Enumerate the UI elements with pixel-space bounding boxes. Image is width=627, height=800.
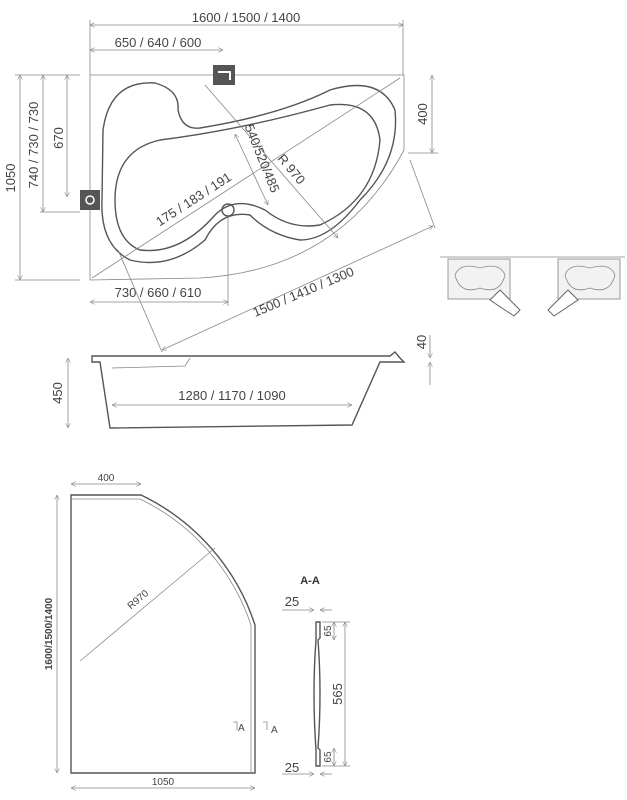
dim-right-edge: 400	[415, 103, 430, 125]
dim-section-top-offset: 25	[285, 594, 299, 609]
dim-panel-top-width: 400	[98, 473, 115, 484]
dim-section-height: 565	[330, 683, 345, 705]
right-orientation-icon	[547, 258, 621, 317]
dim-panel-bottom-width: 1050	[152, 777, 175, 788]
dim-overall-length: 1600 / 1500 / 1400	[192, 10, 300, 25]
section-marker-left: A	[238, 723, 245, 734]
panel-view: 400 1600/1500/1400 1050 R970 A A	[44, 473, 278, 788]
overflow-drain-icon	[80, 190, 100, 210]
dim-overall-width: 1050	[3, 164, 18, 193]
dim-panel-radius: R970	[126, 588, 152, 612]
section-marker-right: A	[271, 725, 278, 736]
dim-bottom-offset: 730 / 660 / 610	[115, 285, 202, 300]
side-view: 450 40 1280 / 1170 / 1090	[50, 335, 430, 429]
dim-inner-length: 1280 / 1170 / 1090	[178, 388, 285, 403]
dim-section-top-lip: 65	[323, 625, 334, 637]
dim-inner-height: 670	[51, 127, 66, 149]
section-profile	[313, 621, 321, 767]
section-view: A-A 25 25 65 65 565	[282, 575, 350, 775]
dim-section-bottom-lip: 65	[323, 751, 334, 763]
dim-panel-height: 1600/1500/1400	[44, 597, 55, 670]
dim-rim: 40	[414, 335, 429, 349]
section-title: A-A	[300, 575, 320, 587]
dim-diagonal-length: 1500 / 1410 / 1300	[250, 264, 356, 320]
dim-side-height: 450	[50, 382, 65, 404]
faucet-icon	[213, 65, 235, 85]
dim-drain-height: 740 / 730 / 730	[26, 102, 41, 189]
tub-side-profile	[91, 351, 406, 429]
dim-section-bottom-offset: 25	[285, 760, 299, 775]
left-orientation-icon	[447, 258, 521, 317]
panel-outline	[70, 494, 256, 774]
dim-faucet-offset: 650 / 640 / 600	[115, 35, 202, 50]
orientation-icons	[440, 256, 625, 317]
top-view: 1600 / 1500 / 1400 650 / 640 / 600 1050 …	[3, 10, 438, 353]
